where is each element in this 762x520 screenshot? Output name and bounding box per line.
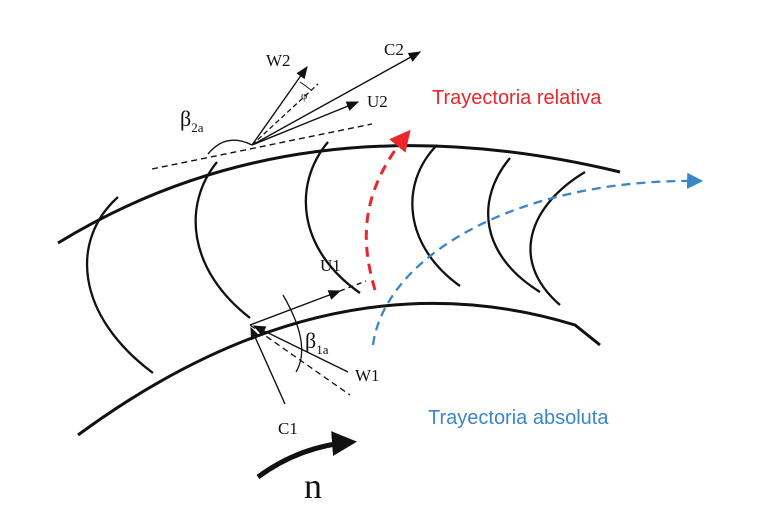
inner-hub-curve [77, 301, 601, 437]
w1-label: W1 [355, 366, 380, 385]
u2-label: U2 [367, 92, 388, 111]
beta1-subscript: 1a [316, 342, 329, 357]
beta1-symbol: β [305, 328, 316, 353]
absolute-trajectory-caption: Trayectoria absoluta [428, 407, 609, 429]
w2-blade-dashed [251, 83, 319, 146]
rotation-n-label: n [304, 466, 322, 506]
u1-vector [249, 290, 342, 326]
outer-shroud-curve [57, 144, 621, 245]
beta1-label: β1a [305, 328, 329, 357]
blade [529, 171, 586, 306]
beta2-label: β2a [180, 106, 204, 135]
phi-angle-arc [299, 81, 312, 91]
beta2-angle-arc [207, 139, 253, 155]
blade [304, 141, 361, 294]
inlet-velocity-triangle [249, 280, 367, 405]
w2-vector [251, 65, 308, 146]
outlet-velocity-triangle [151, 51, 422, 170]
relative-trajectory [364, 129, 411, 291]
c2-vector [251, 51, 422, 146]
blade [85, 196, 154, 374]
u1-label: U1 [320, 256, 341, 275]
c1-vector [250, 326, 286, 405]
c1-label: C1 [278, 419, 298, 438]
blade [411, 144, 461, 287]
c2-label: C2 [384, 40, 404, 59]
beta2-symbol: β [180, 106, 191, 131]
blade [487, 157, 541, 293]
blades [85, 141, 586, 374]
relative-trajectory-caption: Trayectoria relativa [432, 87, 602, 109]
outlet-tangent-dashed [151, 123, 373, 170]
u1-dashed-extension [339, 280, 367, 292]
beta2-subscript: 2a [191, 120, 204, 135]
phi-label: φ [301, 90, 307, 102]
impeller-channel [57, 144, 621, 437]
rotation-direction-arrow [256, 431, 357, 480]
beta1-angle-arc [282, 294, 303, 373]
u2-vector [251, 101, 360, 146]
absolute-trajectory [371, 172, 704, 346]
w1-vector [252, 325, 349, 373]
blade [194, 161, 251, 319]
w2-label: W2 [266, 51, 291, 70]
